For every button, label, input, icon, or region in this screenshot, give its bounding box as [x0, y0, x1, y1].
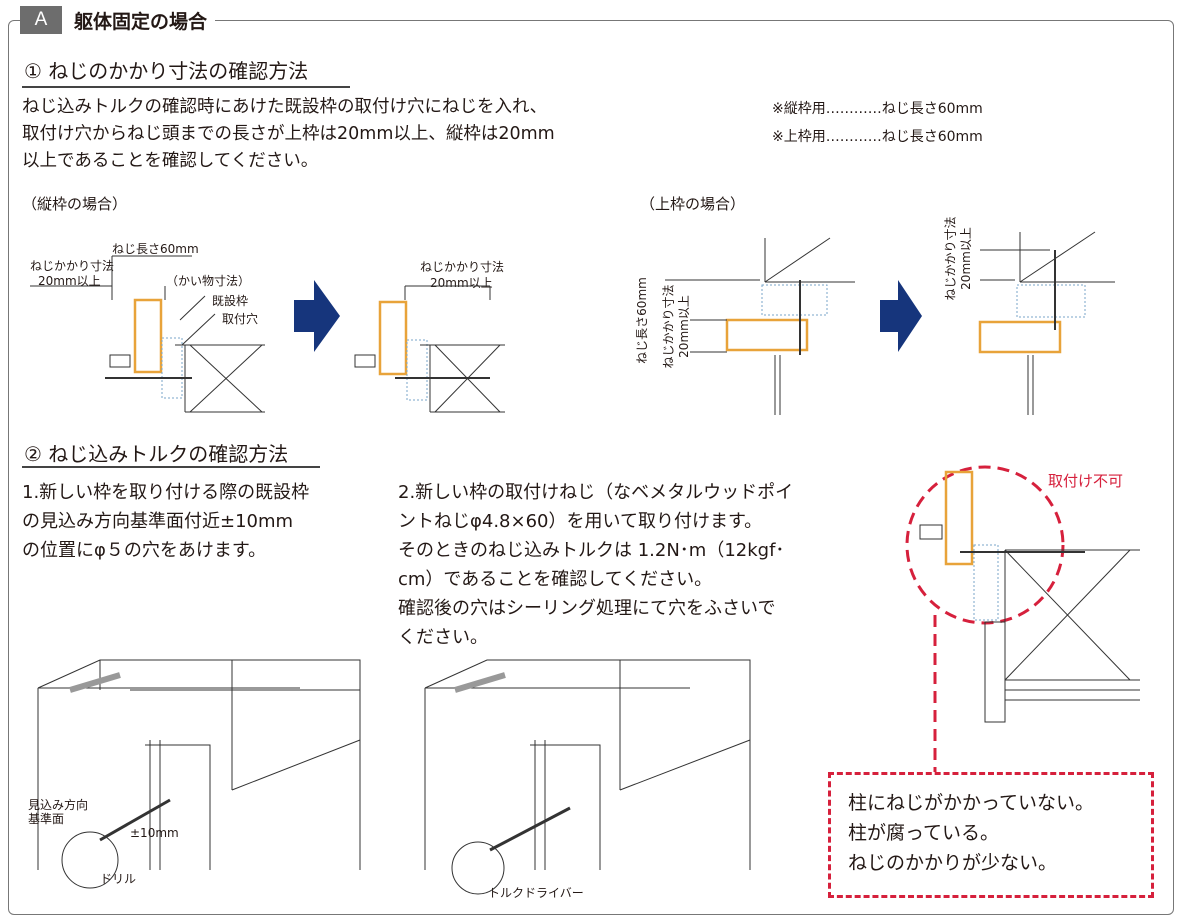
part2-step1: 1.新しい枠を取り付ける際の既設枠 の見込み方向基準面付近±10mm の位置にφ… — [22, 482, 310, 561]
arrow-icon — [880, 280, 922, 352]
label-ref-face-2: 基準面 — [28, 812, 65, 826]
label-engage-min: 20mm以上 — [38, 274, 101, 288]
note-vertical-frame: ※縦枠用…………ねじ長さ60mm — [772, 101, 983, 117]
part1-body: ねじ込みトルクの確認時にあけた既設枠の取付け穴にねじを入れ、 取付け穴からねじ頭… — [22, 97, 555, 171]
label-engage-dim-2: ねじかかり寸法 — [420, 260, 505, 274]
prohibited-reasons-list: 柱にねじがかかっていない。 柱が腐っている。 ねじのかかりが少ない。 — [848, 788, 1094, 878]
prohibited-label: 取付け不可 — [1048, 472, 1124, 490]
label-existing-frame: 既設枠 — [212, 294, 249, 308]
part1-underline — [22, 86, 350, 88]
reason-item: 柱が腐っている。 — [848, 822, 1000, 844]
label-shim: （かい物寸法） — [166, 274, 251, 288]
label-screw-length: ねじ長さ60mm — [112, 242, 199, 256]
part2-underline — [22, 466, 320, 468]
label-drill: ドリル — [100, 872, 137, 886]
prohibited-reasons-box — [828, 772, 1154, 898]
top-case-caption: （上枠の場合） — [640, 195, 746, 213]
label-tolerance: ±10mm — [130, 826, 179, 840]
section-frame — [8, 20, 1174, 915]
section-title: 躯体固定の場合 — [74, 10, 208, 33]
label-ref-face-1: 見込み方向 — [28, 798, 89, 812]
label-mount-hole: 取付穴 — [222, 312, 259, 326]
vertical-case-caption: （縦枠の場合） — [22, 195, 128, 213]
section-header: A 躯体固定の場合 — [20, 6, 216, 34]
section-letter-badge: A — [20, 6, 62, 34]
reason-item: ねじのかかりが少ない。 — [848, 852, 1058, 874]
arrow-icon — [294, 280, 340, 352]
label-torque-driver: トルクドライバー — [488, 886, 584, 900]
part2-heading: ② ねじ込みトルクの確認方法 — [24, 442, 289, 466]
part1-heading: ① ねじのかかり寸法の確認方法 — [24, 59, 309, 83]
label-engage-dim: ねじかかり寸法 — [30, 259, 115, 273]
note-top-frame: ※上枠用…………ねじ長さ60mm — [772, 129, 983, 145]
part2-step2: 2.新しい枠の取付けねじ（なベメタルウッドポイ ントねじφ4.8×60）を用いて… — [398, 482, 794, 648]
reason-item: 柱にねじがかかっていない。 — [848, 792, 1095, 814]
